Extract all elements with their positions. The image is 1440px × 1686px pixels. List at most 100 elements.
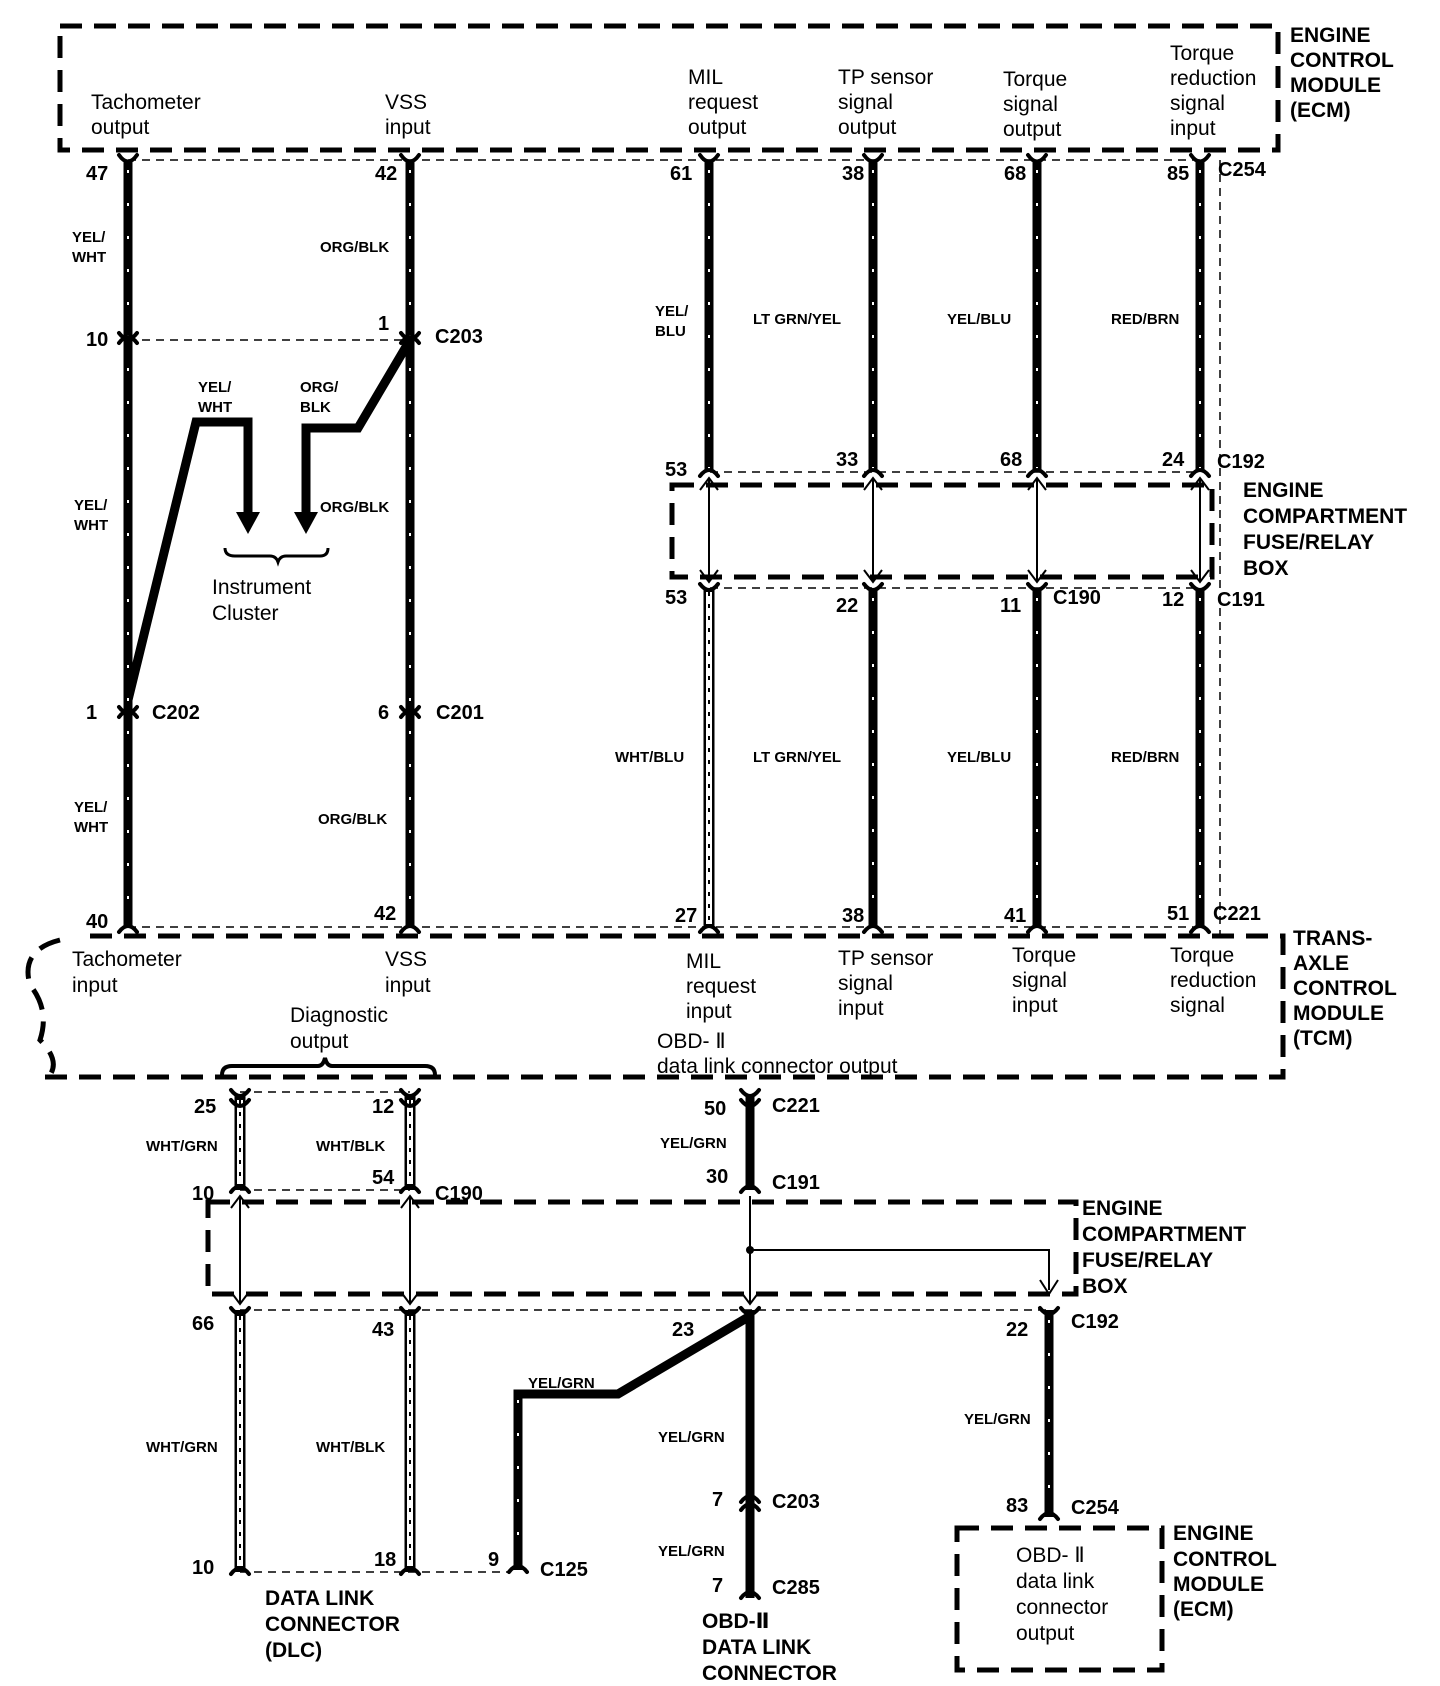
svg-text:WHT/GRN: WHT/GRN — [146, 1439, 218, 1456]
svg-text:COMPARTMENT: COMPARTMENT — [1243, 505, 1407, 528]
svg-text:CONNECTOR: CONNECTOR — [702, 1662, 837, 1685]
ecm-bottom-title: ENGINE CONTROL MODULE (ECM) — [1173, 1522, 1277, 1621]
svg-text:reduction: reduction — [1170, 969, 1256, 992]
svg-text:WHT/GRN: WHT/GRN — [146, 1138, 218, 1155]
svg-text:output: output — [1016, 1622, 1075, 1645]
svg-text:Tachometer: Tachometer — [72, 948, 182, 971]
svg-text:WHT: WHT — [74, 819, 108, 836]
svg-text:MODULE: MODULE — [1173, 1573, 1264, 1596]
svg-text:YEL/: YEL/ — [72, 229, 106, 246]
svg-text:43: 43 — [372, 1319, 394, 1341]
svg-text:27: 27 — [675, 905, 697, 927]
svg-text:VSS: VSS — [385, 948, 427, 971]
svg-text:50: 50 — [704, 1098, 726, 1120]
svg-text:C190: C190 — [435, 1183, 483, 1205]
svg-text:61: 61 — [670, 163, 692, 185]
svg-text:(DLC): (DLC) — [265, 1639, 322, 1662]
svg-text:MODULE: MODULE — [1290, 74, 1381, 97]
svg-text:ENGINE: ENGINE — [1243, 479, 1324, 502]
svg-text:47: 47 — [86, 163, 108, 185]
svg-text:51: 51 — [1167, 903, 1189, 925]
svg-text:Tachometer: Tachometer — [91, 91, 201, 114]
svg-text:input: input — [385, 974, 431, 997]
svg-text:WHT: WHT — [74, 517, 108, 534]
svg-text:output: output — [838, 116, 897, 139]
svg-text:YEL/GRN: YEL/GRN — [658, 1429, 725, 1446]
svg-text:output: output — [688, 116, 747, 139]
svg-text:signal: signal — [838, 91, 893, 114]
svg-text:7: 7 — [712, 1575, 723, 1597]
pin-numbers: 47 10 1 40 42 1 6 42 61 53 53 27 38 33 2… — [86, 163, 1189, 1597]
svg-text:signal: signal — [1170, 994, 1225, 1017]
svg-text:FUSE/RELAY: FUSE/RELAY — [1082, 1249, 1213, 1272]
svg-text:C221: C221 — [772, 1095, 820, 1117]
svg-text:Torque: Torque — [1012, 944, 1076, 967]
svg-text:C221: C221 — [1213, 903, 1261, 925]
tcm-obd-output-label: OBD- Ⅱ data link connector output — [657, 1030, 898, 1078]
svg-text:signal: signal — [838, 972, 893, 995]
ecm-tach-output-label: Tachometer output — [91, 91, 201, 139]
svg-text:CONNECTOR: CONNECTOR — [265, 1613, 400, 1636]
svg-text:output: output — [91, 116, 150, 139]
svg-text:RED/BRN: RED/BRN — [1111, 749, 1179, 766]
svg-text:33: 33 — [836, 449, 858, 471]
tcm-box — [25, 933, 1286, 1080]
svg-text:BLU: BLU — [655, 323, 686, 340]
wires — [123, 160, 1205, 1598]
svg-text:TP sensor: TP sensor — [838, 66, 933, 89]
svg-text:11: 11 — [1000, 595, 1021, 617]
svg-text:WHT: WHT — [72, 249, 106, 266]
svg-text:42: 42 — [375, 163, 397, 185]
svg-text:WHT/BLK: WHT/BLK — [316, 1439, 385, 1456]
svg-text:request: request — [688, 91, 758, 114]
svg-text:DATA LINK: DATA LINK — [702, 1636, 811, 1659]
svg-text:10: 10 — [86, 329, 108, 351]
svg-text:VSS: VSS — [385, 91, 427, 114]
svg-text:Cluster: Cluster — [212, 602, 279, 625]
instrument-cluster-arrows — [223, 512, 330, 567]
fuse-relay-box-lower — [205, 1199, 1079, 1297]
svg-text:10: 10 — [192, 1183, 214, 1205]
svg-text:66: 66 — [192, 1313, 214, 1335]
svg-text:68: 68 — [1000, 449, 1022, 471]
svg-text:COMPARTMENT: COMPARTMENT — [1082, 1223, 1246, 1246]
svg-text:BLK: BLK — [300, 399, 331, 416]
svg-text:BOX: BOX — [1243, 557, 1289, 580]
svg-text:input: input — [1170, 117, 1216, 140]
svg-text:input: input — [1012, 994, 1058, 1017]
svg-text:C202: C202 — [152, 702, 200, 724]
instrument-cluster-label: Instrument Cluster — [212, 576, 311, 625]
svg-text:40: 40 — [86, 911, 108, 933]
svg-text:YEL/BLU: YEL/BLU — [947, 749, 1011, 766]
svg-text:22: 22 — [1006, 1319, 1028, 1341]
svg-text:C125: C125 — [540, 1559, 588, 1581]
svg-text:OBD-Ⅱ: OBD-Ⅱ — [702, 1610, 770, 1633]
tcm-diagnostic-output-label: Diagnostic output — [290, 1004, 388, 1053]
svg-text:C203: C203 — [772, 1491, 820, 1513]
ecm-bottom-obd-output-label: OBD- Ⅱ data link connector output — [1016, 1544, 1108, 1645]
svg-text:41: 41 — [1004, 905, 1026, 927]
tcm-torque-input-label: Torque signal input — [1012, 944, 1076, 1017]
svg-text:68: 68 — [1004, 163, 1026, 185]
svg-text:C203: C203 — [435, 326, 483, 348]
tcm-vss-input-label: VSS input — [385, 948, 431, 997]
svg-text:Instrument: Instrument — [212, 576, 311, 599]
tcm-mil-input-label: MIL request input — [686, 950, 756, 1023]
svg-text:Diagnostic: Diagnostic — [290, 1004, 388, 1027]
svg-text:18: 18 — [374, 1549, 396, 1571]
svg-text:(ECM): (ECM) — [1173, 1598, 1234, 1621]
svg-text:WHT/BLK: WHT/BLK — [316, 1138, 385, 1155]
svg-text:MIL: MIL — [686, 950, 721, 973]
svg-text:LT GRN/YEL: LT GRN/YEL — [753, 749, 841, 766]
svg-text:ORG/BLK: ORG/BLK — [320, 239, 389, 256]
ecm-bottom-box — [954, 1525, 1165, 1673]
svg-text:CONTROL: CONTROL — [1290, 49, 1394, 72]
svg-text:MIL: MIL — [688, 66, 723, 89]
svg-text:BOX: BOX — [1082, 1275, 1128, 1298]
svg-text:(ECM): (ECM) — [1290, 99, 1351, 122]
svg-text:C191: C191 — [1217, 589, 1265, 611]
svg-text:6: 6 — [378, 702, 389, 724]
svg-text:data link connector output: data link connector output — [657, 1055, 898, 1078]
svg-text:signal: signal — [1012, 969, 1067, 992]
svg-text:output: output — [1003, 118, 1062, 141]
